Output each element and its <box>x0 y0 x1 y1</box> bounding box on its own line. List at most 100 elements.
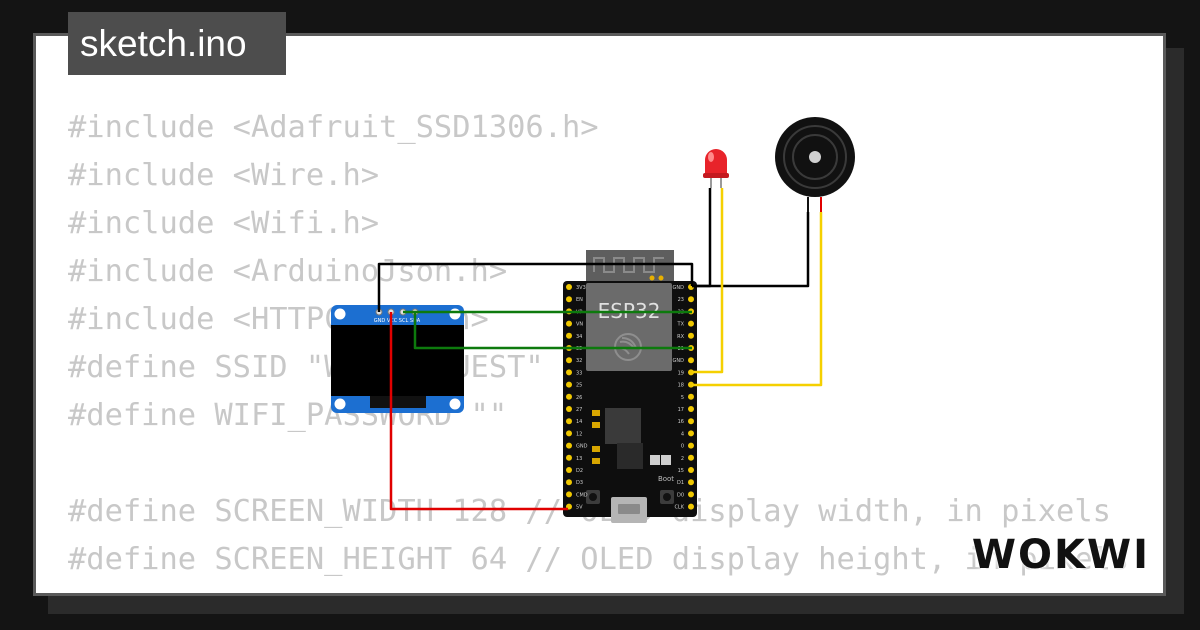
smd-led <box>661 455 671 465</box>
left-pin[interactable] <box>566 406 572 412</box>
code-preview: #include <Adafruit_SSD1306.h> #include <W… <box>68 104 1130 593</box>
left-pin-label: 25 <box>576 383 582 389</box>
left-pin[interactable] <box>566 418 572 425</box>
right-pin[interactable] <box>688 357 694 364</box>
code-line: #define SCREEN_WIDTH 128 // OLED display… <box>68 494 1111 529</box>
esp32-shield <box>586 283 672 371</box>
red-led[interactable] <box>703 149 729 188</box>
antenna-trace <box>593 257 664 273</box>
left-pin[interactable] <box>566 479 572 486</box>
oled-display[interactable]: GND VCC SCL SDA <box>331 305 464 413</box>
buzzer-ring <box>783 125 847 189</box>
right-pin-label: 4 <box>681 431 684 437</box>
oled-screen <box>331 325 464 396</box>
smd-cap <box>592 458 600 464</box>
code-line: #include <ArduinoJson.h> <box>68 254 508 289</box>
led-body <box>705 149 727 176</box>
right-pin[interactable] <box>688 332 694 339</box>
right-pin-label: 16 <box>678 419 684 425</box>
mount-hole <box>334 308 346 320</box>
code-line: #include <Wifi.h> <box>68 206 380 241</box>
wires <box>377 188 823 511</box>
right-pin[interactable] <box>688 406 694 412</box>
left-pin[interactable] <box>566 357 572 364</box>
code-line: #include <Wire.h> <box>68 158 380 193</box>
left-pin-label: 13 <box>576 456 582 462</box>
wire-gnd-buzzer[interactable] <box>692 212 810 288</box>
right-pin-label: TX <box>677 322 685 328</box>
led-highlight <box>708 152 714 162</box>
buzzer[interactable] <box>775 117 855 212</box>
left-pin-label: VN <box>576 322 583 328</box>
left-pin-label: D2 <box>576 468 583 474</box>
right-pin[interactable] <box>688 430 694 437</box>
regulator-chip <box>605 408 641 444</box>
left-pin-label: 5V <box>576 505 583 511</box>
right-pin-label: 2 <box>681 456 684 462</box>
antenna-led <box>658 275 664 281</box>
wire-buzzer-signal[interactable] <box>692 212 823 387</box>
smd-cap <box>592 422 600 428</box>
oled-pin-labels: GND VCC SCL SDA <box>374 318 421 324</box>
left-pin[interactable] <box>566 467 572 473</box>
wire-sda[interactable] <box>413 312 692 350</box>
right-pin-label: D1 <box>677 480 684 486</box>
right-pin-label: 23 <box>678 297 684 303</box>
left-pin[interactable] <box>566 454 572 461</box>
left-pin[interactable] <box>566 430 572 437</box>
left-pin[interactable] <box>566 381 572 388</box>
right-pin-label: CLK <box>674 505 684 511</box>
left-header-pins: 3V3ENVPVN343532332526271412GND13D2D3CMD5… <box>566 284 588 511</box>
wire-vcc[interactable] <box>389 312 568 511</box>
wire-led-signal[interactable] <box>692 188 724 374</box>
mount-hole <box>334 398 346 410</box>
code-line: #define SCREEN_HEIGHT 64 // OLED display… <box>68 542 1130 577</box>
oled-ribbon <box>370 396 426 408</box>
smd-led <box>650 455 660 465</box>
left-pin[interactable] <box>566 369 572 376</box>
en-button-cap <box>589 493 597 501</box>
right-pin[interactable] <box>688 479 694 486</box>
right-pin[interactable] <box>688 503 694 510</box>
left-pin[interactable] <box>566 491 572 498</box>
left-pin-label: 32 <box>576 358 582 364</box>
right-pin-label: RX <box>677 334 684 340</box>
left-pin-label: GND <box>576 444 588 450</box>
wire-gnd-led[interactable] <box>692 188 712 288</box>
esp32-board[interactable]: ESP32 Boot 3V3ENVPVN343532332526271412GN… <box>563 250 697 523</box>
left-pin[interactable] <box>566 332 572 339</box>
left-pin[interactable] <box>566 296 572 303</box>
right-pin-label: GND <box>673 285 685 291</box>
left-pin-label: 12 <box>576 431 582 437</box>
boot-button-cap <box>663 493 671 501</box>
right-pin[interactable] <box>688 442 694 449</box>
antenna-led <box>649 275 655 281</box>
code-line: #include <Adafruit_SSD1306.h> <box>68 110 599 145</box>
left-pin-label: 26 <box>576 395 582 401</box>
left-pin-label: EN <box>576 297 583 303</box>
usb-chip <box>617 443 643 469</box>
right-pin[interactable] <box>688 418 694 425</box>
left-pin[interactable] <box>566 284 572 290</box>
wokwi-logo: WOKWI <box>971 532 1150 578</box>
wire-gnd-oled[interactable] <box>377 262 694 312</box>
left-pin[interactable] <box>566 393 572 400</box>
left-pin-label: 34 <box>576 334 582 340</box>
left-pin[interactable] <box>566 320 572 327</box>
mount-hole <box>449 398 461 410</box>
right-pin[interactable] <box>688 320 694 327</box>
left-pin[interactable] <box>566 442 572 449</box>
smd-cap <box>592 410 600 416</box>
buzzer-ring <box>792 134 838 180</box>
right-pin[interactable] <box>688 393 694 400</box>
mount-hole <box>449 308 461 320</box>
right-pin-label: D0 <box>677 492 684 498</box>
left-pin-label: 33 <box>576 370 582 376</box>
right-pin[interactable] <box>688 296 694 303</box>
right-pin-label: 0 <box>681 444 684 450</box>
file-tab[interactable]: sketch.ino <box>68 12 286 75</box>
right-pin[interactable] <box>688 491 694 498</box>
right-pin[interactable] <box>688 454 694 461</box>
right-pin[interactable] <box>688 467 694 473</box>
